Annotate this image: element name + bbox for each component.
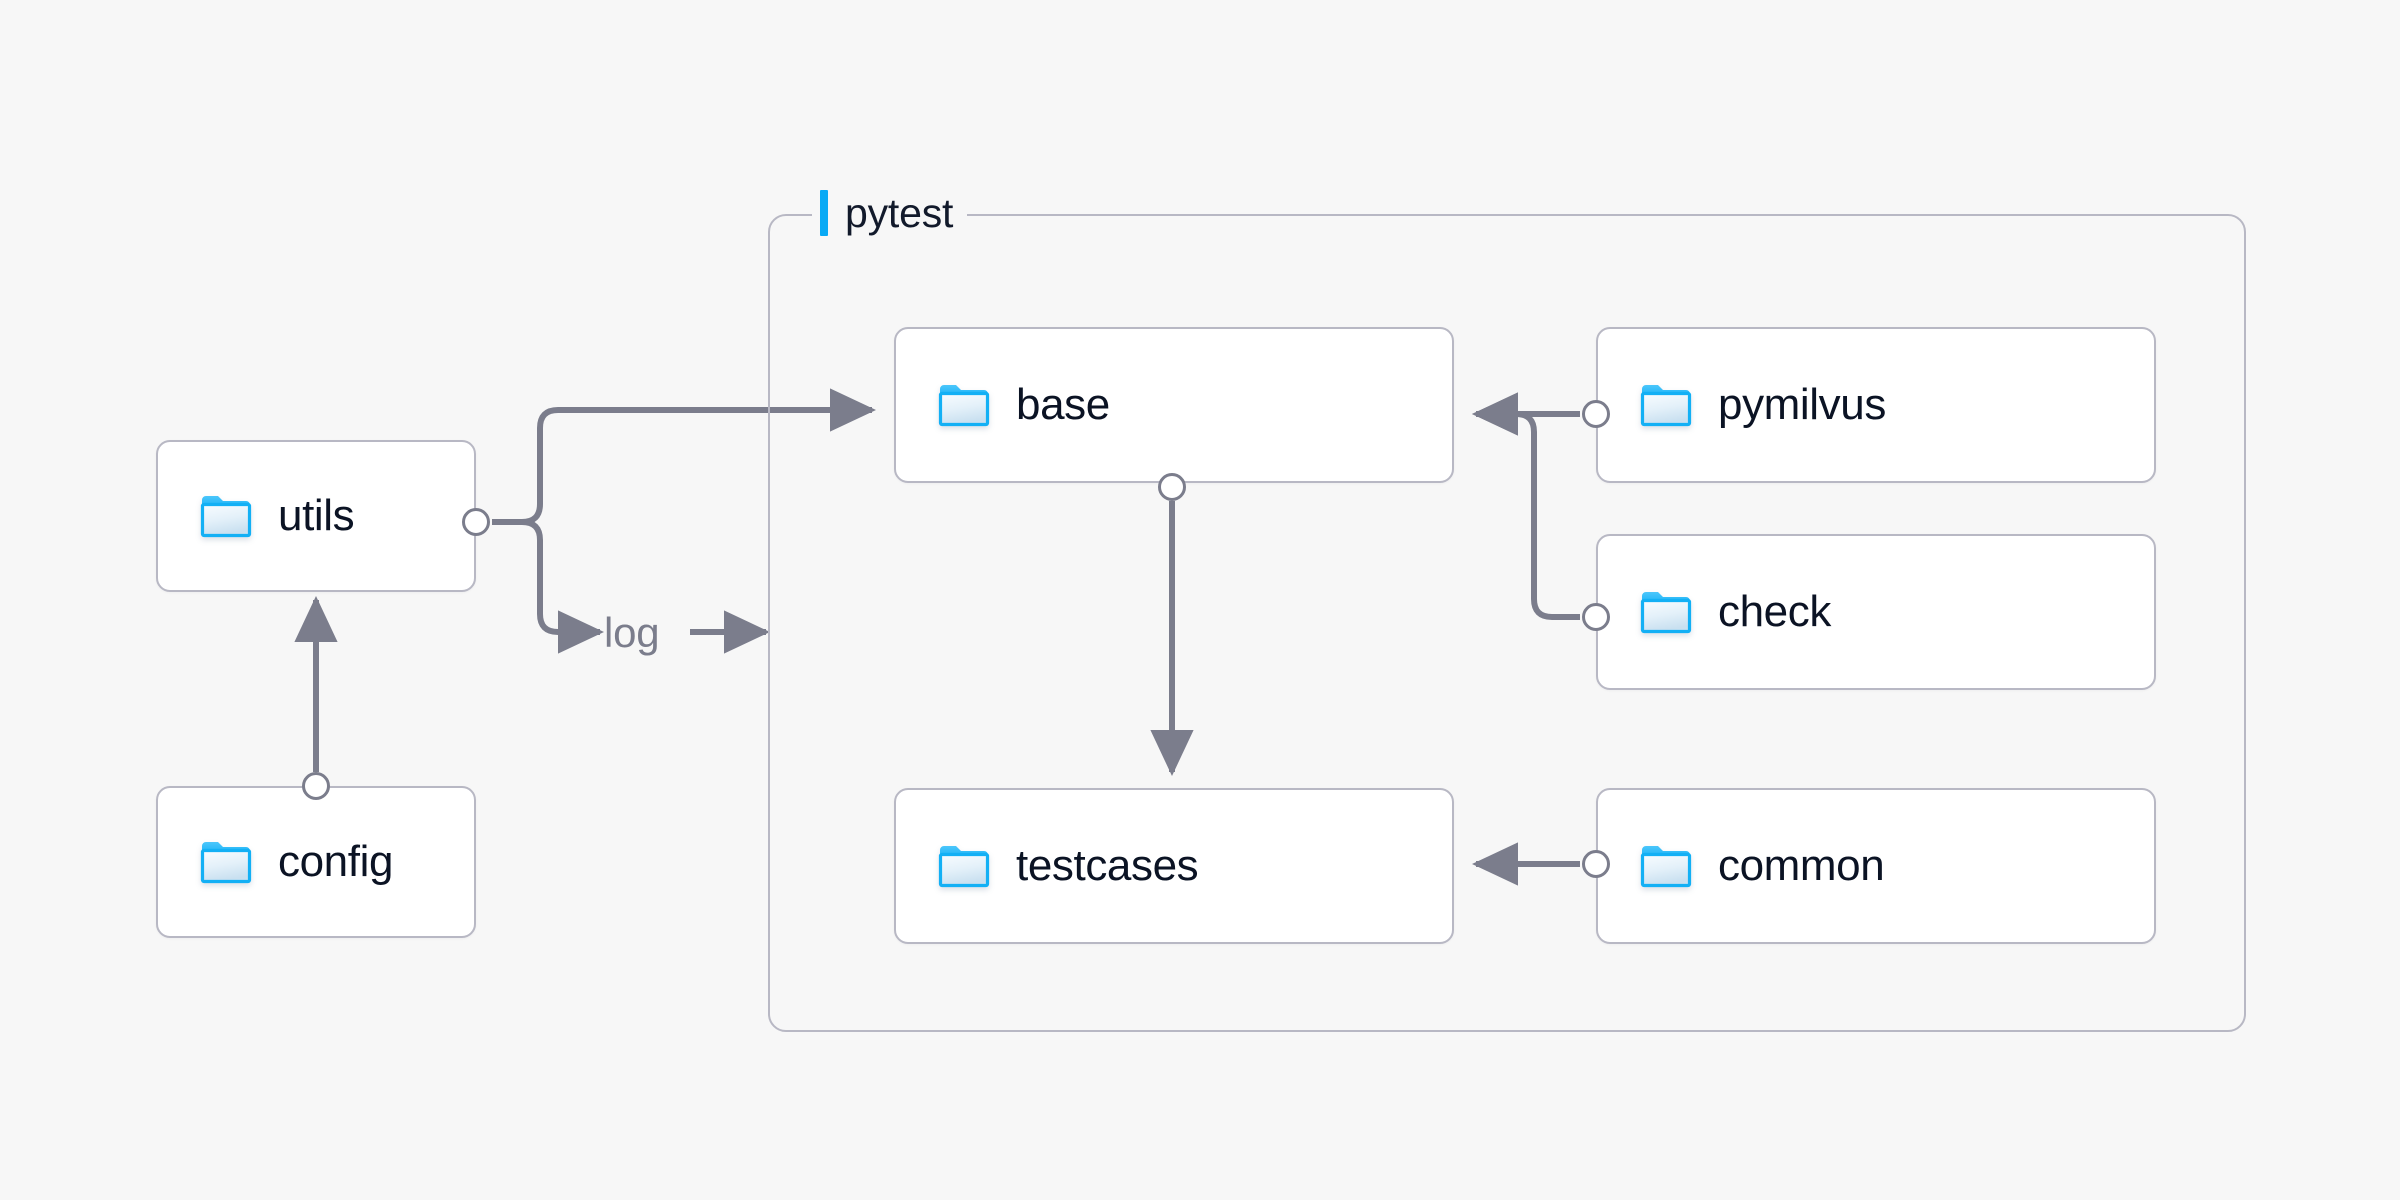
folder-icon [1640,592,1692,634]
folder-icon-body [938,391,990,427]
node-content: testcases [896,841,1199,890]
node-content: pymilvus [1598,383,1886,427]
node-config[interactable]: config [156,786,476,938]
port-pymilvus-left[interactable] [1582,400,1610,428]
node-utils[interactable]: utils [156,440,476,592]
port-base-bottom[interactable] [1158,473,1186,501]
node-label: testcases [1016,841,1199,890]
folder-icon [938,846,990,888]
node-label: common [1718,841,1885,890]
node-content: common [1598,841,1885,890]
node-content: check [1598,590,1831,634]
folder-icon [200,842,252,884]
port-check-left[interactable] [1582,603,1610,631]
node-label: utils [278,491,355,540]
node-label: check [1718,587,1831,636]
folder-icon [200,496,252,538]
folder-icon-body [200,848,252,884]
node-label: config [278,837,394,886]
node-content: config [158,840,393,884]
folder-icon-body [1640,391,1692,427]
folder-icon [1640,846,1692,888]
group-label-pytest: pytest [812,189,968,236]
node-label: base [1016,380,1110,429]
folder-icon [1640,385,1692,427]
node-base[interactable]: base [894,327,1454,483]
folder-icon-body [938,852,990,888]
port-common-left[interactable] [1582,850,1610,878]
node-common[interactable]: common [1596,788,2156,944]
node-testcases[interactable]: testcases [894,788,1454,944]
node-check[interactable]: check [1596,534,2156,690]
node-pymilvus[interactable]: pymilvus [1596,327,2156,483]
folder-icon-body [200,502,252,538]
folder-icon [938,385,990,427]
port-config-top[interactable] [302,772,330,800]
node-content: base [896,383,1110,427]
folder-icon-body [1640,852,1692,888]
edge-label-utils-to-log: log [604,609,660,656]
group-container-pytest[interactable] [768,214,2246,1032]
group-label-text: pytest [845,189,954,236]
node-content: utils [158,491,355,540]
port-utils-right[interactable] [462,508,490,536]
folder-icon-body [1640,598,1692,634]
group-accent-bar [820,190,828,236]
node-label: pymilvus [1718,380,1886,429]
